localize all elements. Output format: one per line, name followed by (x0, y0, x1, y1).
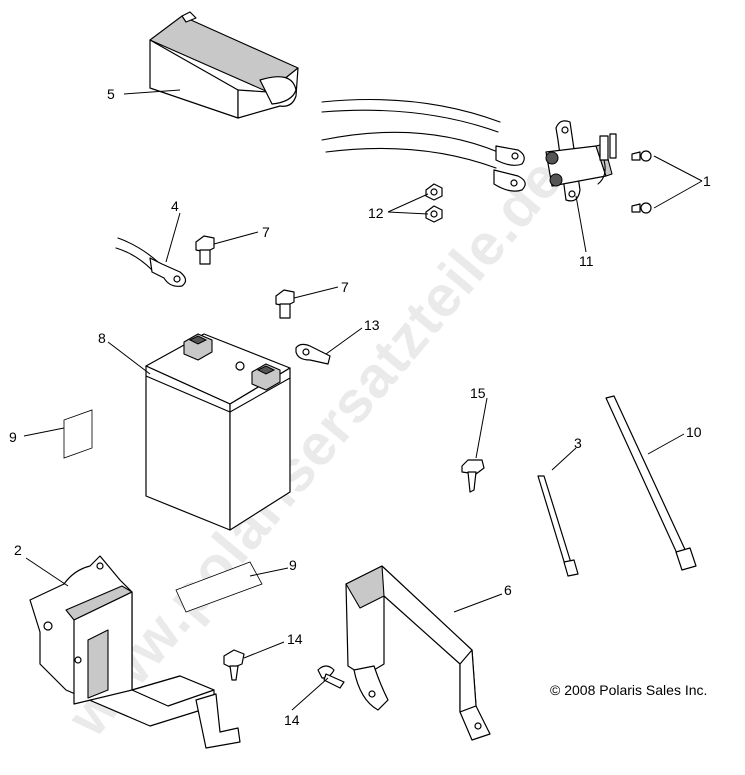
part-9-label-lower (175, 561, 263, 613)
callout-9-lower: 9 (289, 557, 297, 573)
callout-14-lower: 14 (284, 712, 300, 728)
part-1-screws (631, 150, 652, 214)
part-7-bolt-upper (195, 235, 215, 265)
leader-lines (23, 89, 703, 711)
part-15-push-fastener (461, 459, 485, 493)
part-10-cable-tie (605, 395, 697, 571)
callout-7-upper: 7 (262, 224, 270, 240)
part-8-battery (145, 333, 291, 531)
callout-6: 6 (504, 582, 512, 598)
part-14-rivet-lower (317, 665, 345, 689)
part-2-battery-tray (29, 555, 241, 749)
callout-11: 11 (579, 253, 594, 269)
callout-15: 15 (470, 385, 486, 401)
callout-14-upper: 14 (287, 631, 303, 647)
callout-13: 13 (364, 317, 380, 333)
callout-7-lower: 7 (341, 279, 349, 295)
part-4-ground-cable (115, 237, 187, 287)
part-12-nuts (425, 183, 443, 223)
part-14-rivet-upper (223, 649, 245, 681)
callout-4: 4 (171, 198, 179, 214)
callout-1: 1 (703, 173, 711, 189)
callout-9-left: 9 (9, 429, 17, 445)
callout-5: 5 (107, 86, 115, 102)
part-13-ring-terminal (295, 343, 331, 365)
callout-3: 3 (574, 435, 582, 451)
part-battery-cables (321, 99, 526, 192)
part-9-label-left (63, 409, 93, 459)
callout-2: 2 (14, 542, 22, 558)
watermark: www.polarisersatzteile.de (55, 146, 576, 749)
part-5-foam-pad (149, 11, 299, 119)
callouts: 5 1 4 7 12 11 7 13 8 15 9 3 10 2 9 6 14 … (9, 86, 711, 728)
part-3-cable-tie (537, 475, 579, 577)
part-6-hold-down-bracket (345, 565, 491, 741)
callout-12: 12 (368, 205, 384, 221)
callout-8: 8 (98, 330, 106, 346)
part-7-bolt-lower (275, 289, 295, 319)
callout-10: 10 (686, 424, 702, 440)
copyright-notice: © 2008 Polaris Sales Inc. (550, 682, 707, 698)
part-11-starter-solenoid (545, 120, 617, 202)
